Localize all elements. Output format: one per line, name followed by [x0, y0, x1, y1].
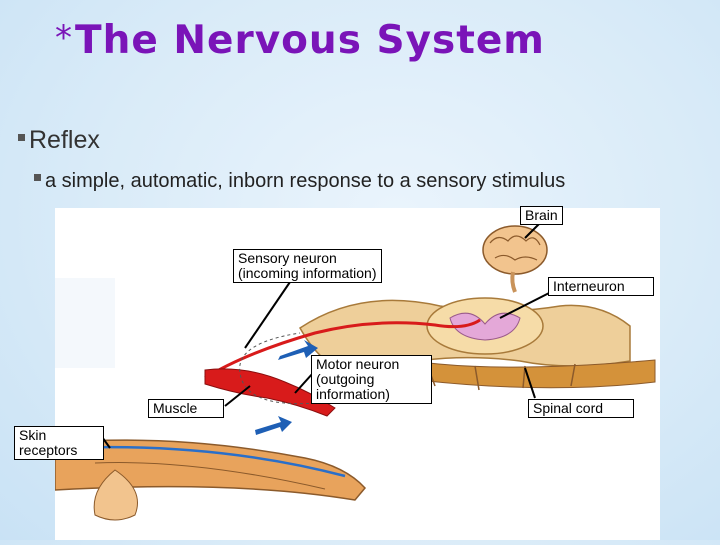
muscle-shape [204, 368, 336, 417]
motor-arrow-upper [278, 340, 318, 360]
label-sensory-neuron: Sensory neuron(incoming information) [233, 249, 382, 283]
label-sensory-line1: Sensory neuron [238, 250, 337, 266]
brain-shape [482, 225, 548, 293]
label-interneuron-text: Interneuron [553, 278, 625, 294]
bullet-reflex-text: Reflex [29, 126, 100, 154]
leader-line-brain [524, 222, 541, 239]
bullet-square-icon [18, 133, 25, 141]
label-skin-line2: receptors [19, 442, 78, 458]
leader-line-muscle [224, 385, 251, 407]
background-panel [55, 278, 115, 368]
label-spinal-text: Spinal cord [533, 400, 604, 416]
leader-line-sensory [244, 281, 291, 349]
bullet-square-icon [34, 174, 41, 182]
label-brain: Brain [520, 206, 563, 225]
leader-line-spinal [524, 367, 536, 399]
label-interneuron: Interneuron [548, 277, 654, 296]
motor-arrow-lower [255, 416, 292, 435]
label-muscle: Muscle [148, 399, 224, 418]
leader-line-motor [294, 372, 314, 394]
title-text: The Nervous System [75, 18, 545, 63]
sensory-pathway [204, 318, 481, 380]
slide-title: *The Nervous System [55, 18, 545, 63]
label-muscle-text: Muscle [153, 400, 198, 416]
bullet-definition-text: a simple, automatic, inborn response to … [45, 170, 566, 192]
label-spinal-cord: Spinal cord [528, 399, 634, 418]
bullet-reflex: Reflex [18, 126, 100, 155]
label-motor-line2: (outgoing [316, 371, 375, 387]
label-motor-line1: Motor neuron [316, 356, 400, 372]
title-star: * [55, 18, 73, 58]
label-motor-line3: information) [316, 386, 390, 402]
label-sensory-line2: (incoming information) [238, 265, 377, 281]
label-brain-text: Brain [525, 207, 558, 223]
leader-line-interneuron [499, 289, 556, 319]
bullet-definition: a simple, automatic, inborn response to … [34, 170, 565, 193]
label-skin-line1: Skin [19, 427, 47, 443]
